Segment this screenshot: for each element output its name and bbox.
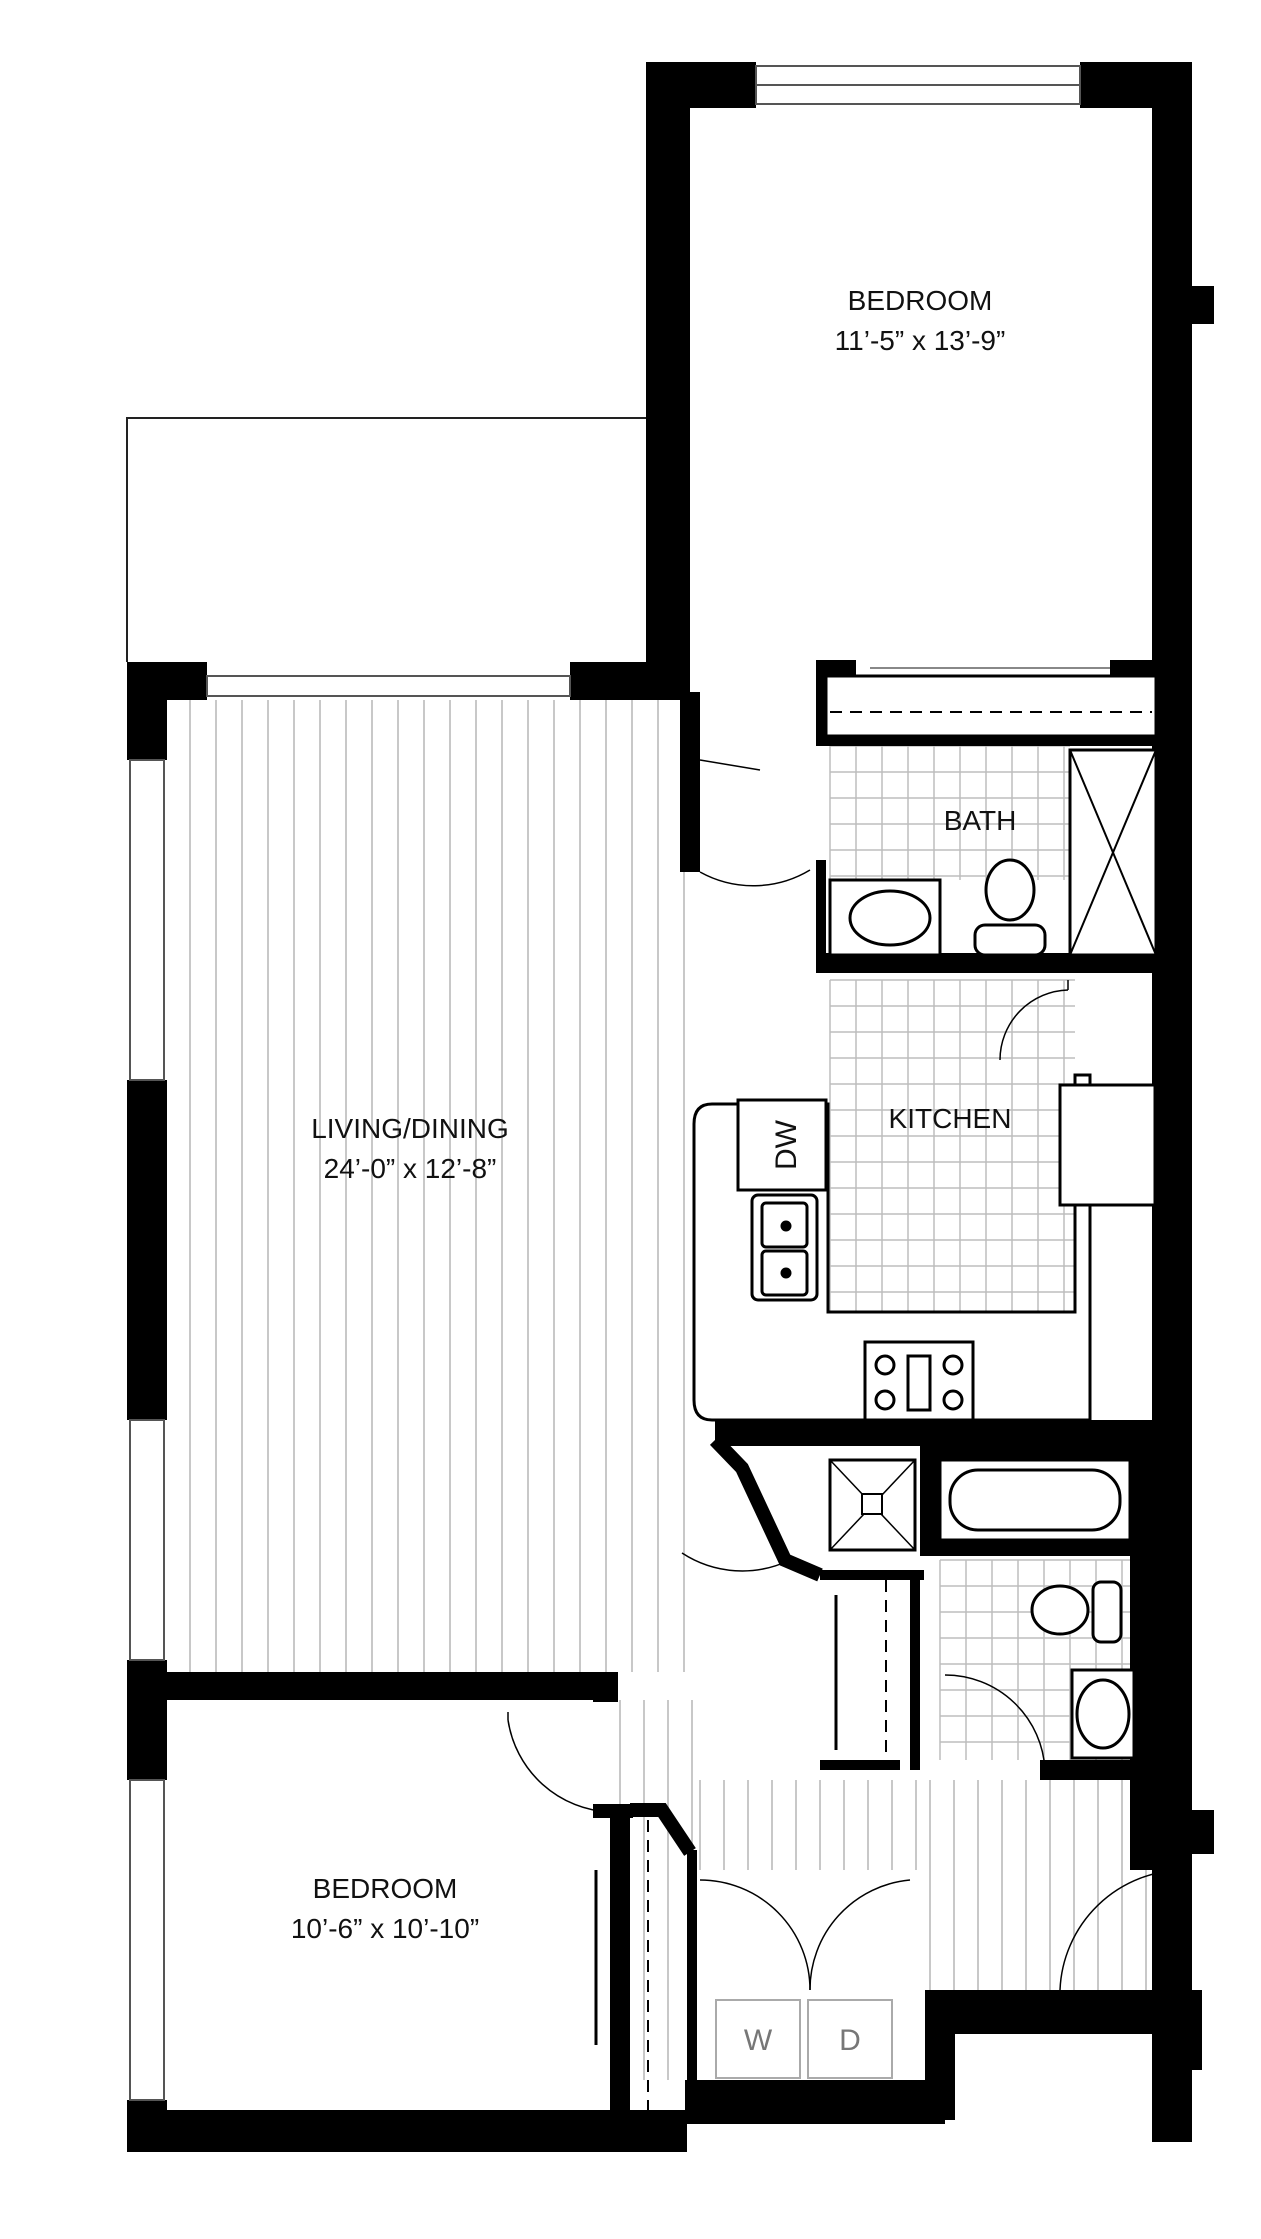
kitchen-floor-tiles xyxy=(829,979,1075,1312)
living-size: 24’-0” x 12’-8” xyxy=(324,1153,497,1184)
dishwasher: DW xyxy=(736,1098,828,1192)
kitchen-name: KITCHEN xyxy=(889,1103,1012,1134)
mechanical-closet xyxy=(828,1458,917,1552)
dryer-label: D xyxy=(839,2024,861,2057)
windows xyxy=(129,65,1081,2101)
hall-floor-planks xyxy=(619,1700,1147,2080)
bedroom-bottom-name: BEDROOM xyxy=(313,1873,458,1904)
living-floor-planks xyxy=(189,700,685,1672)
bath2-sink xyxy=(1070,1668,1136,1760)
closet-top xyxy=(824,667,1158,738)
dishwasher-label: DW xyxy=(770,1119,803,1170)
stove xyxy=(863,1340,975,1422)
bedroom-top-size: 11’-5” x 13’-9” xyxy=(835,325,1006,356)
kitchen-sink xyxy=(750,1193,819,1302)
dryer: D xyxy=(807,1999,893,2079)
room-labels: BEDROOM 11’-5” x 13’-9” BATH LIVING/DINI… xyxy=(291,285,1016,1944)
washer: W xyxy=(715,1999,801,2079)
walls xyxy=(127,62,1214,2152)
doors xyxy=(507,759,1186,2045)
bath2-toilet xyxy=(1030,1580,1123,1644)
bathtub xyxy=(938,1458,1132,1542)
window-living-top xyxy=(206,675,571,697)
bath-sink xyxy=(828,878,942,957)
balcony-outline xyxy=(126,417,652,662)
bedroom-bottom-size: 10’-6” x 10’-10” xyxy=(291,1913,479,1944)
diagonal-walls xyxy=(630,1435,823,1856)
refrigerator xyxy=(1058,1083,1157,1207)
window-living-left-1 xyxy=(129,759,165,1081)
washer-label: W xyxy=(744,2024,773,2057)
bedroom-top-name: BEDROOM xyxy=(848,285,993,316)
bath-name: BATH xyxy=(944,805,1017,836)
living-name: LIVING/DINING xyxy=(311,1113,509,1144)
bath-toilet xyxy=(973,858,1047,957)
shower xyxy=(1068,748,1158,957)
window-living-left-2 xyxy=(129,1419,165,1661)
window-bedroom-left xyxy=(129,1779,165,2101)
